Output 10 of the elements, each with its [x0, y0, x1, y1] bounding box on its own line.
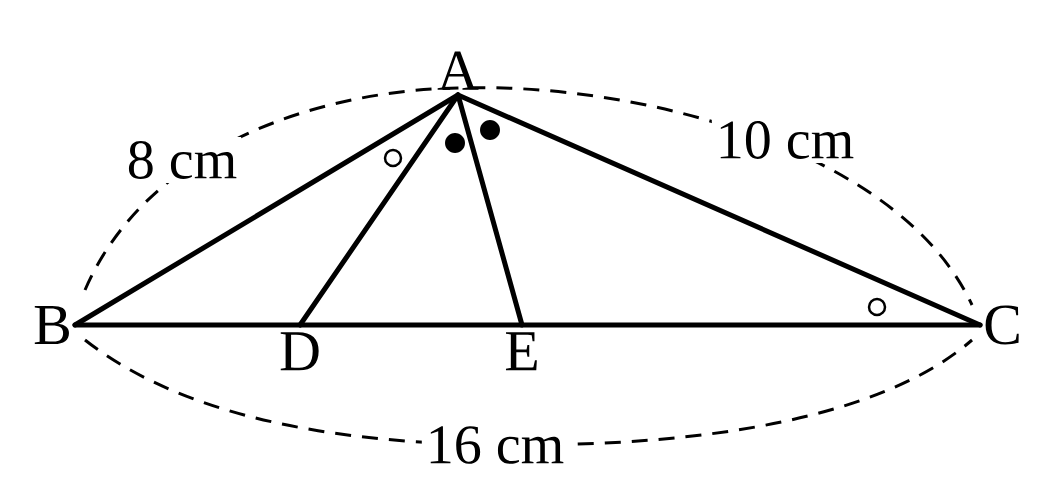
dimension-label: 16 cm	[421, 422, 569, 468]
point-label: E	[505, 332, 537, 371]
line-segment	[297, 92, 461, 328]
line-segment	[72, 322, 983, 328]
line-segment	[455, 92, 525, 328]
point-label: B	[34, 305, 69, 345]
dimension-label: 8 cm	[122, 137, 242, 183]
point-label: C	[985, 305, 1019, 345]
point-label: D	[280, 332, 319, 371]
dimension-label: 10 cm	[711, 117, 859, 163]
